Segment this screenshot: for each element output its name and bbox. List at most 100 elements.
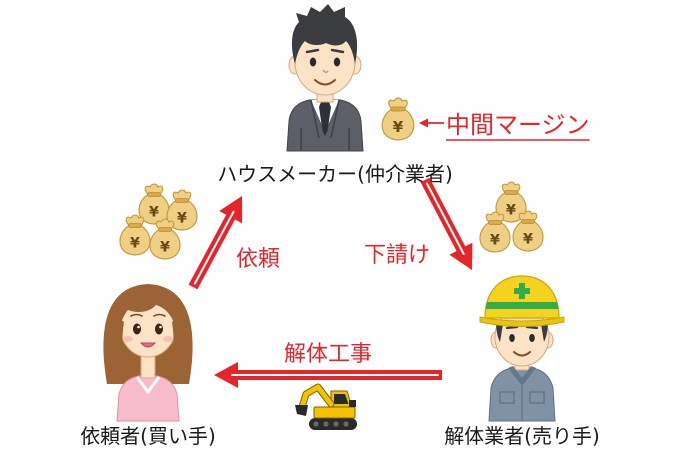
worker-eye-right [529,334,535,342]
woman-hair-lock-right [168,318,182,382]
money-bag-tie [503,190,519,195]
money-bag-tie [487,220,503,225]
woman-eye-left [133,323,141,335]
excavator-track [309,418,357,430]
excavator-wheel [323,421,329,427]
money-bag-body [119,224,151,256]
woman-hair-lock-left [114,318,128,382]
money-bag-icon: ¥ [149,218,181,260]
woman-mouth [139,342,157,348]
woman-eye-right-highlight [159,325,162,329]
money-pile-left: ¥ ¥ ¥ ¥ [119,183,198,260]
woman-eye-right [155,323,163,335]
yen-symbol: ¥ [506,202,516,218]
money-pile-right: ¥ ¥ ¥ [479,181,544,253]
request-flow-label: 依頼 [236,247,280,272]
woman-bangs [118,290,178,332]
hard-hat-brim [479,316,565,327]
worker-mouth [513,351,531,357]
client-label: 依頼者(買い手) [80,424,216,448]
yen-symbol: ¥ [393,118,404,136]
yen-symbol: ¥ [130,235,140,251]
money-bag-tie [390,106,406,112]
excavator-wheel [343,421,349,427]
arrow-request-highlight [193,210,235,285]
businessman-lapels [300,99,350,151]
woman-blush-left [123,336,133,342]
hard-hat-icon [479,275,565,327]
money-bag-body [381,108,415,141]
house-maker-figure [286,4,364,152]
arrow-subcontract [420,177,473,270]
client-figure [103,284,193,422]
arrow-subcontract-highlight [425,182,465,255]
money-bag-icon: ¥ [138,183,170,225]
money-bag-body [166,199,198,231]
money-bag-top [388,97,408,110]
worker-eye-left [509,334,515,342]
woman-collar [135,376,161,394]
businessman-tie [319,102,331,136]
excavator-wheel [333,421,339,427]
yen-symbol: ¥ [523,231,533,247]
excavator-base [313,406,356,419]
businessman-hair [291,4,358,64]
subcontract-flow-label: 下請け [364,243,430,268]
businessman-nose [322,69,329,73]
money-bag-body [138,193,170,225]
money-bag-body [512,220,544,252]
excavator-arm [299,384,334,410]
woman-eyebrows [130,313,166,317]
woman-top [116,375,180,422]
arrow-demolition-work [214,362,442,388]
money-bag-tie [174,198,190,203]
money-bag-top [172,189,192,202]
house-maker-label: ハウスメーカー(仲介業者) [217,162,453,186]
businessman-mouth [314,79,336,86]
hard-hat-green-band [485,302,559,309]
excavator-icon [295,383,357,430]
margin-pointer-head [419,118,428,128]
money-bag-top [125,214,145,227]
businessman-eyebrows [305,48,345,54]
money-bag-top [501,181,521,194]
woman-eye-left-highlight [137,325,140,329]
yen-symbol: ¥ [160,239,170,255]
money-bag-top [155,218,175,231]
money-bag-top [518,210,538,223]
demolition-work-flow-label: 解体工事 [284,342,372,367]
money-bag-icon: ¥ [479,211,511,253]
hard-hat-green-cross [514,283,530,299]
worker-collar [508,366,536,386]
excavator-cab-window [334,394,349,404]
money-bag-tie [157,227,173,232]
demolition-contractor-label: 解体業者(売り手) [444,424,600,448]
yen-symbol: ¥ [177,210,187,226]
money-bag-tie [146,192,162,197]
excavator-bucket [295,405,308,416]
excavator-counterweight [349,400,356,407]
money-bag-icon: ¥ [166,189,198,231]
money-bag-icon: ¥ [512,210,544,252]
money-bag-body [479,221,511,253]
intermediate-margin-label: 中間マージン [446,111,590,139]
arrow-request-shape [188,196,243,290]
businessman-eye-left [309,57,317,67]
demolition-contractor-figure [479,275,565,422]
woman-blush-right [163,336,173,342]
yen-symbol: ¥ [149,204,159,220]
money-bag-top [485,211,505,224]
worker-eyebrows [505,325,539,330]
yen-symbol: ¥ [490,232,500,248]
excavator-wheel [313,421,319,427]
businessman-eye-right [333,57,341,67]
money-bag-tie [520,219,536,224]
money-bag-top [144,183,164,196]
margin-pointer-arrow [419,118,444,128]
excavator-track-wheels [313,421,349,427]
money-bag-tie [127,223,143,228]
worker-uniform-seams [499,386,545,421]
money-bag-body [149,228,181,260]
money-bag-icon: ¥ [119,214,151,256]
